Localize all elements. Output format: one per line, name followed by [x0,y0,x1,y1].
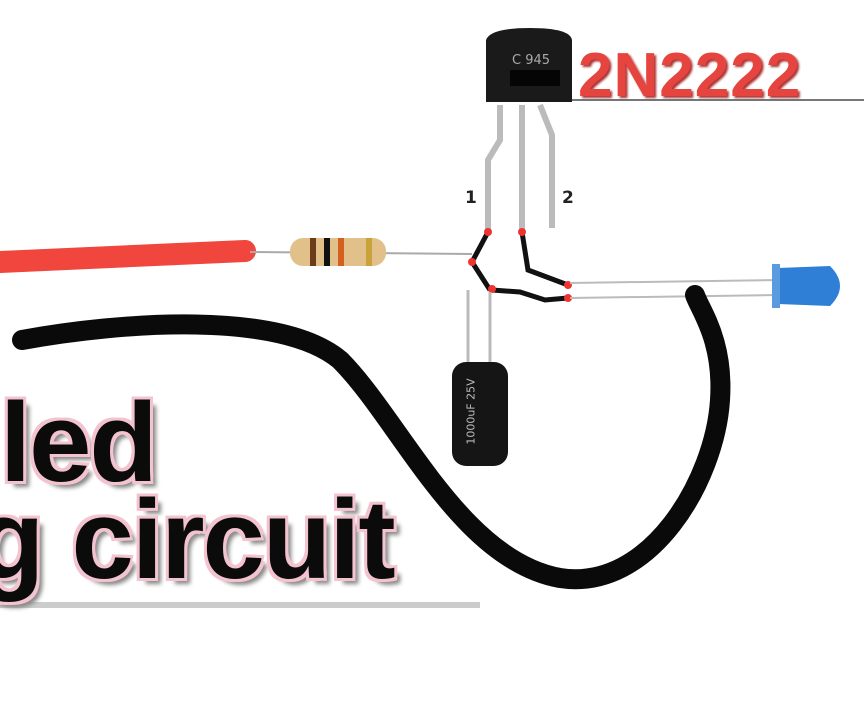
overlay-text-line1: led [0,380,158,505]
pin-label-2: 2 [562,188,574,208]
overlay-text-line2: g circuit [0,477,396,602]
led [778,266,840,306]
transistor-marking: C 945 [512,53,551,68]
capacitor [452,362,508,466]
transistor-leg-1 [485,105,503,230]
pin-label-1: 1 [465,188,477,208]
part-number-title: 2N2222 [578,41,802,110]
red-wire [0,240,256,273]
transistor-leg-2 [537,103,555,228]
capacitor-marking: 1000uF 25V [464,378,478,445]
black-wire [12,285,731,590]
